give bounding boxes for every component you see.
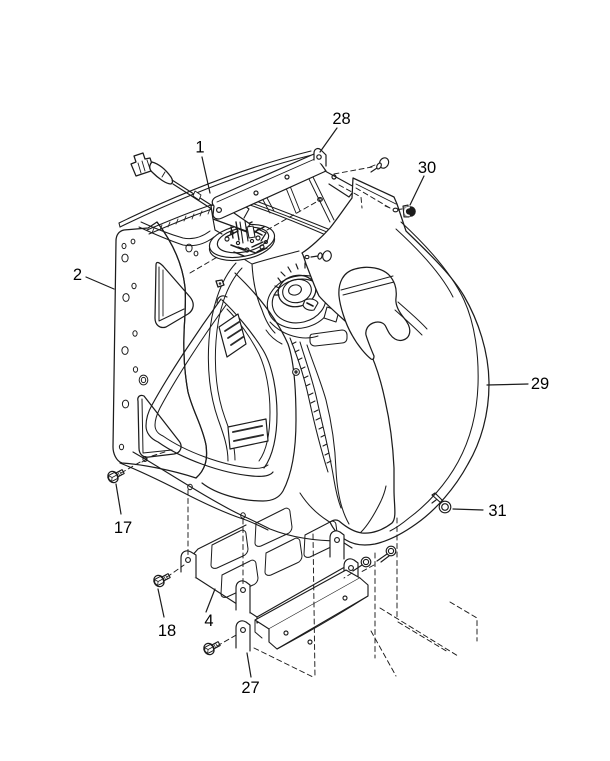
svg-text:27: 27: [241, 679, 259, 697]
svg-text:2: 2: [73, 266, 82, 284]
svg-text:18: 18: [158, 622, 176, 640]
svg-text:31: 31: [488, 502, 506, 520]
svg-text:29: 29: [531, 375, 549, 393]
svg-text:30: 30: [418, 159, 436, 177]
svg-text:17: 17: [114, 519, 132, 537]
svg-text:28: 28: [332, 110, 350, 128]
svg-text:4: 4: [204, 612, 213, 630]
svg-text:1: 1: [195, 139, 204, 157]
